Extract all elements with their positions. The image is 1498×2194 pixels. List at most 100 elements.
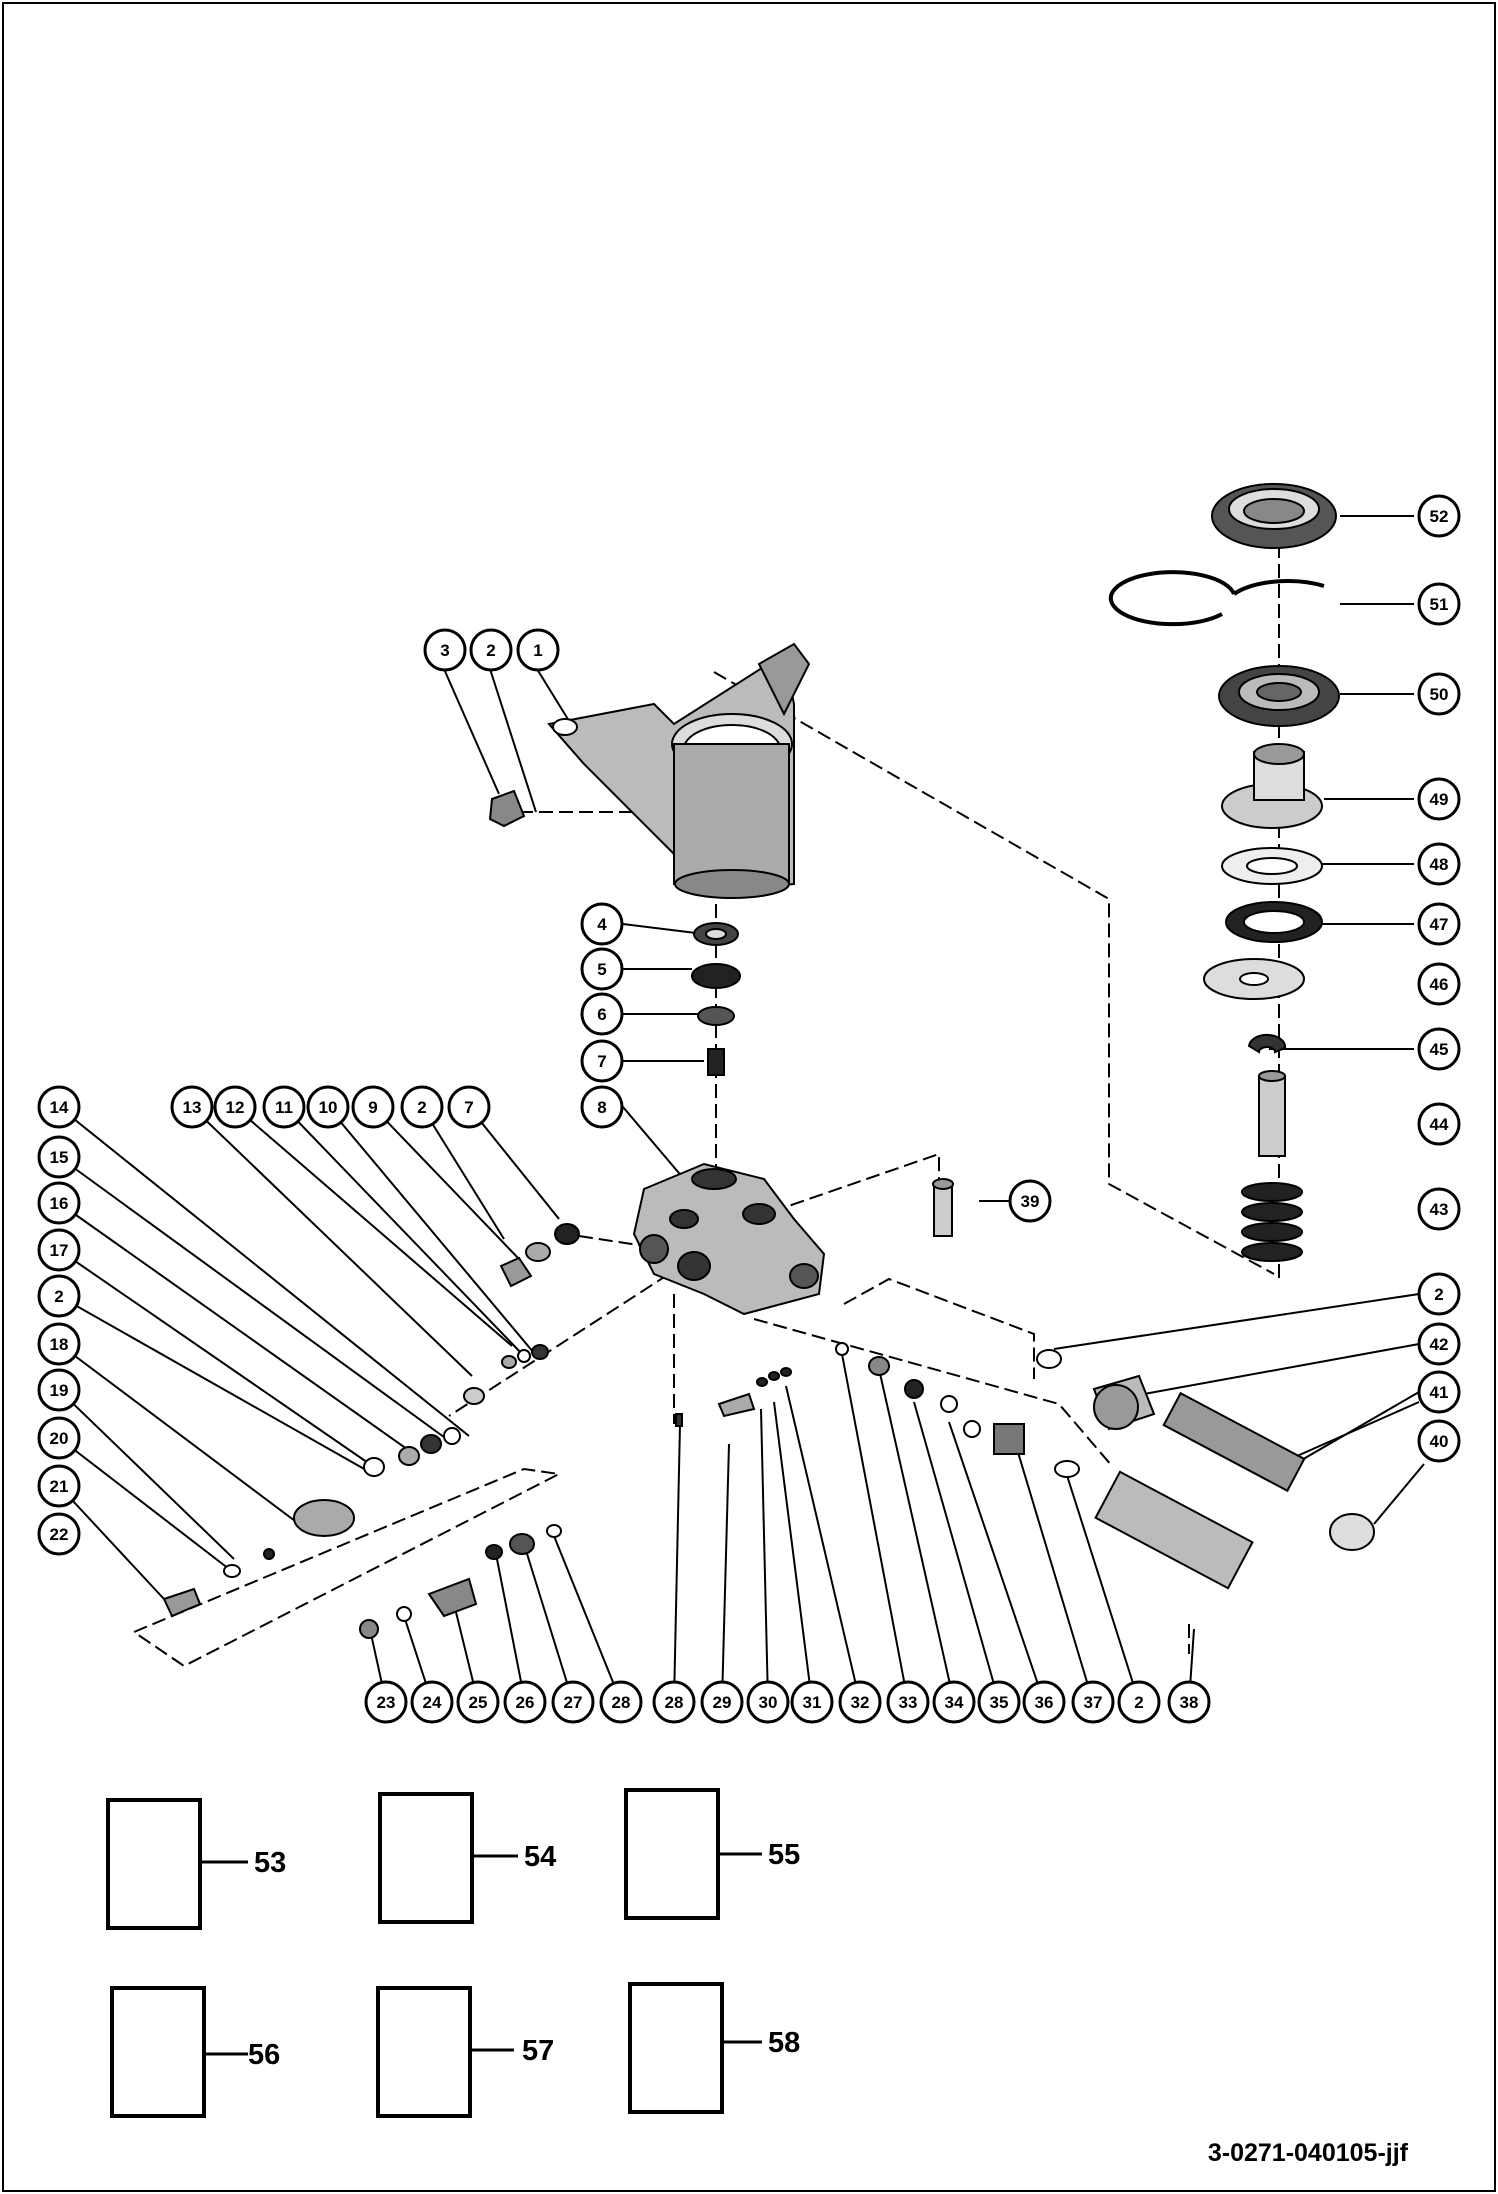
callout-circle bbox=[1417, 902, 1461, 946]
kit-label-58: 58 bbox=[768, 2027, 800, 2059]
callout-circle bbox=[1417, 1419, 1461, 1463]
callout-3: 3 bbox=[423, 628, 467, 672]
callout-circle bbox=[37, 1512, 81, 1556]
callout-circle bbox=[1117, 1680, 1161, 1724]
callout-number: 19 bbox=[50, 1381, 69, 1400]
callout-number: 7 bbox=[597, 1052, 606, 1071]
callout-circle bbox=[37, 1322, 81, 1366]
callout-circle bbox=[37, 1181, 81, 1225]
callout-number: 11 bbox=[275, 1098, 293, 1117]
callout-8: 8 bbox=[580, 1085, 624, 1129]
callout-number: 45 bbox=[1430, 1040, 1449, 1059]
callout-circle bbox=[580, 1039, 624, 1083]
callout-40: 40 bbox=[1417, 1419, 1461, 1463]
callout-circle bbox=[1008, 1179, 1052, 1223]
callout-5: 5 bbox=[580, 947, 624, 991]
callout-26: 26 bbox=[503, 1680, 547, 1724]
callout-number: 13 bbox=[183, 1098, 202, 1117]
callout-31: 31 bbox=[790, 1680, 834, 1724]
callout-circle bbox=[423, 628, 467, 672]
callout-number: 33 bbox=[899, 1693, 918, 1712]
callout-number: 23 bbox=[377, 1693, 396, 1712]
callout-circle bbox=[790, 1680, 834, 1724]
callout-32: 32 bbox=[838, 1680, 882, 1724]
callout-18: 18 bbox=[37, 1322, 81, 1366]
callout-circle bbox=[351, 1085, 395, 1129]
callout-circle bbox=[1417, 672, 1461, 716]
callout-number: 25 bbox=[469, 1693, 488, 1712]
callout-number: 12 bbox=[226, 1098, 245, 1117]
callout-number: 16 bbox=[50, 1194, 69, 1213]
drawing-number: 3-0271-040105-jjf bbox=[1207, 2139, 1408, 2167]
callout-39: 39 bbox=[1008, 1179, 1052, 1223]
callout-29: 29 bbox=[700, 1680, 744, 1724]
callout-circle bbox=[1417, 1322, 1461, 1366]
callout-35: 35 bbox=[977, 1680, 1021, 1724]
callout-number: 2 bbox=[1134, 1693, 1143, 1712]
callout-circle bbox=[580, 992, 624, 1036]
callout-circle bbox=[469, 628, 513, 672]
callout-circle bbox=[1167, 1680, 1211, 1724]
callout-30: 30 bbox=[746, 1680, 790, 1724]
callout-circle bbox=[599, 1680, 643, 1724]
kit-box-leaders bbox=[202, 1852, 762, 2056]
callout-circle bbox=[37, 1368, 81, 1412]
callout-2: 2 bbox=[1417, 1272, 1461, 1316]
leader-lines bbox=[58, 515, 1425, 1703]
callout-circle bbox=[170, 1085, 214, 1129]
callout-number: 17 bbox=[50, 1241, 69, 1260]
callout-circle bbox=[580, 1085, 624, 1129]
callout-number: 38 bbox=[1180, 1693, 1199, 1712]
callout-number: 28 bbox=[665, 1693, 684, 1712]
callout-number: 1 bbox=[533, 641, 542, 660]
callout-circle bbox=[37, 1085, 81, 1129]
callout-17: 17 bbox=[37, 1228, 81, 1272]
kit-label-57: 57 bbox=[522, 2035, 554, 2067]
callout-number: 42 bbox=[1430, 1335, 1449, 1354]
callout-circle bbox=[1071, 1680, 1115, 1724]
kit-label-53: 53 bbox=[254, 1847, 286, 1879]
callout-number: 4 bbox=[597, 915, 607, 934]
callout-circle bbox=[652, 1680, 696, 1724]
callout-circle bbox=[1417, 1027, 1461, 1071]
callout-7: 7 bbox=[580, 1039, 624, 1083]
callout-circle bbox=[364, 1680, 408, 1724]
callout-21: 21 bbox=[37, 1464, 81, 1508]
kit-label-56: 56 bbox=[248, 2039, 280, 2071]
callout-number: 15 bbox=[50, 1148, 69, 1167]
callout-38: 38 bbox=[1167, 1680, 1211, 1724]
callout-51: 51 bbox=[1417, 582, 1461, 626]
callout-37: 37 bbox=[1071, 1680, 1115, 1724]
callout-circle bbox=[551, 1680, 595, 1724]
callout-50: 50 bbox=[1417, 672, 1461, 716]
callout-9: 9 bbox=[351, 1085, 395, 1129]
callout-number: 44 bbox=[1430, 1115, 1449, 1134]
callout-circle bbox=[746, 1680, 790, 1724]
callout-number: 7 bbox=[464, 1098, 473, 1117]
callout-33: 33 bbox=[886, 1680, 930, 1724]
callout-48: 48 bbox=[1417, 842, 1461, 886]
callout-number: 2 bbox=[417, 1098, 426, 1117]
callout-circle bbox=[1417, 842, 1461, 886]
callout-circle bbox=[700, 1680, 744, 1724]
callout-number: 28 bbox=[612, 1693, 631, 1712]
callout-number: 35 bbox=[990, 1693, 1009, 1712]
callout-circle bbox=[1022, 1680, 1066, 1724]
callout-number: 48 bbox=[1430, 855, 1449, 874]
callout-circle bbox=[516, 628, 560, 672]
callout-circle bbox=[1417, 962, 1461, 1006]
kit-boxes bbox=[106, 1788, 724, 2118]
callout-circle bbox=[1417, 582, 1461, 626]
callout-circle bbox=[1417, 1370, 1461, 1414]
callout-2: 2 bbox=[1117, 1680, 1161, 1724]
callout-number: 24 bbox=[423, 1693, 442, 1712]
callout-circle bbox=[37, 1274, 81, 1318]
callout-4: 4 bbox=[580, 902, 624, 946]
callout-number: 22 bbox=[50, 1525, 69, 1544]
callout-circle bbox=[213, 1085, 257, 1129]
callout-24: 24 bbox=[410, 1680, 454, 1724]
part-shapes bbox=[162, 483, 1375, 1639]
callout-6: 6 bbox=[580, 992, 624, 1036]
callout-number: 43 bbox=[1430, 1200, 1449, 1219]
